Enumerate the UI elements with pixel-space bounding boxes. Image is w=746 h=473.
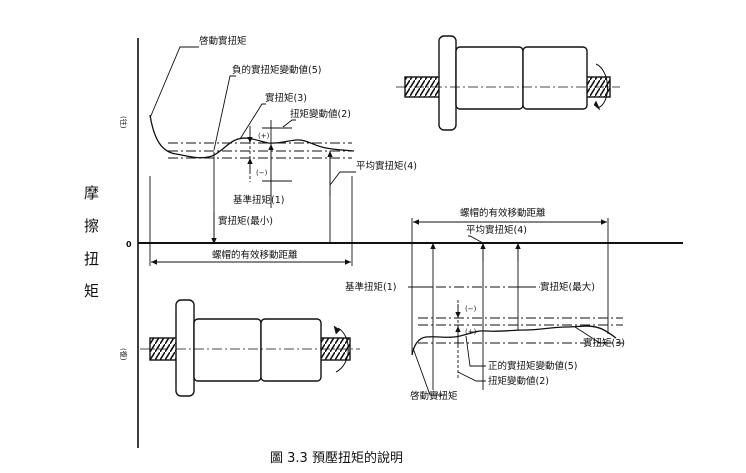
lower-plus: (+): [465, 328, 477, 336]
rotation-arrow-lower-icon: [335, 327, 349, 373]
lower-average: 平均實扭矩(4): [466, 224, 527, 236]
leader-pos-variation: [465, 335, 486, 367]
nut-body-lower-b: [260, 318, 322, 382]
upper-start-torque: 啓動實扭矩: [199, 35, 247, 47]
upper-plus: (+): [258, 132, 270, 140]
lower-start-torque: 啓動實扭矩: [410, 390, 458, 402]
lower-pos-variation: 正的實扭矩變動値(5): [488, 360, 577, 372]
leader-start-lower: [412, 347, 446, 396]
ballscrew-upper: [396, 35, 620, 131]
nut-body-upper-b: [522, 46, 588, 110]
ballscrew-lower: [140, 299, 360, 397]
axes: [137, 38, 683, 448]
lower-torque-curve: [411, 325, 617, 356]
lower-actual-max: 實扭矩(最大): [540, 281, 595, 293]
leader-actual-upper: [239, 103, 266, 140]
upper-actual-min: 實扭矩(最小): [218, 215, 273, 227]
upper-actual-torque: 實扭矩(3): [265, 92, 307, 104]
leader-average-upper: [329, 171, 356, 186]
zero-label: 0: [126, 240, 132, 249]
upper-variation: 扭矩變動値(2): [290, 108, 351, 120]
upper-stroke: 螺帽的有效移動距離: [212, 249, 298, 261]
nut-body-upper-a: [455, 46, 524, 110]
leader-neg-variation: [213, 75, 236, 151]
upper-diagram: [149, 46, 356, 266]
leader-variation-lower: [457, 371, 486, 382]
y-axis-char-1: 摩: [84, 184, 99, 202]
nut-flange-lower: [175, 299, 195, 397]
nut-flange-upper: [438, 35, 457, 131]
lower-variation: 扭矩變動値(2): [488, 375, 549, 387]
backward-label: (復): [119, 348, 128, 361]
lower-actual-torque: 實扭矩(3): [583, 337, 625, 349]
leader-average-lower: [468, 235, 484, 244]
forward-label: (往): [119, 116, 128, 129]
lower-minus: (−): [465, 305, 477, 313]
leader-start-upper: [149, 46, 199, 119]
upper-reference: 基準扭矩(1): [233, 194, 284, 206]
y-axis-title: 摩 擦 扭 矩: [84, 184, 99, 300]
leader-variation-upper: [282, 119, 296, 128]
figure-caption: 圖 3.3 預壓扭矩的說明: [270, 450, 403, 466]
rotation-arrow-upper-icon: [595, 63, 608, 109]
y-axis-char-2: 擦: [84, 217, 99, 235]
upper-minus: (−): [256, 169, 268, 177]
y-axis-char-4: 矩: [84, 282, 99, 300]
nut-body-lower-a: [193, 318, 262, 382]
upper-neg-variation: 負的實扭矩變動値(5): [232, 64, 321, 76]
leader-actual-lower: [574, 326, 612, 344]
lower-diagram: [408, 218, 623, 396]
upper-average: 平均實扭矩(4): [356, 160, 417, 172]
y-axis-char-3: 扭: [84, 250, 99, 268]
lower-reference: 基準扭矩(1): [345, 281, 396, 293]
lower-stroke: 螺帽的有效移動距離: [460, 207, 546, 219]
upper-torque-curve: [149, 114, 355, 159]
